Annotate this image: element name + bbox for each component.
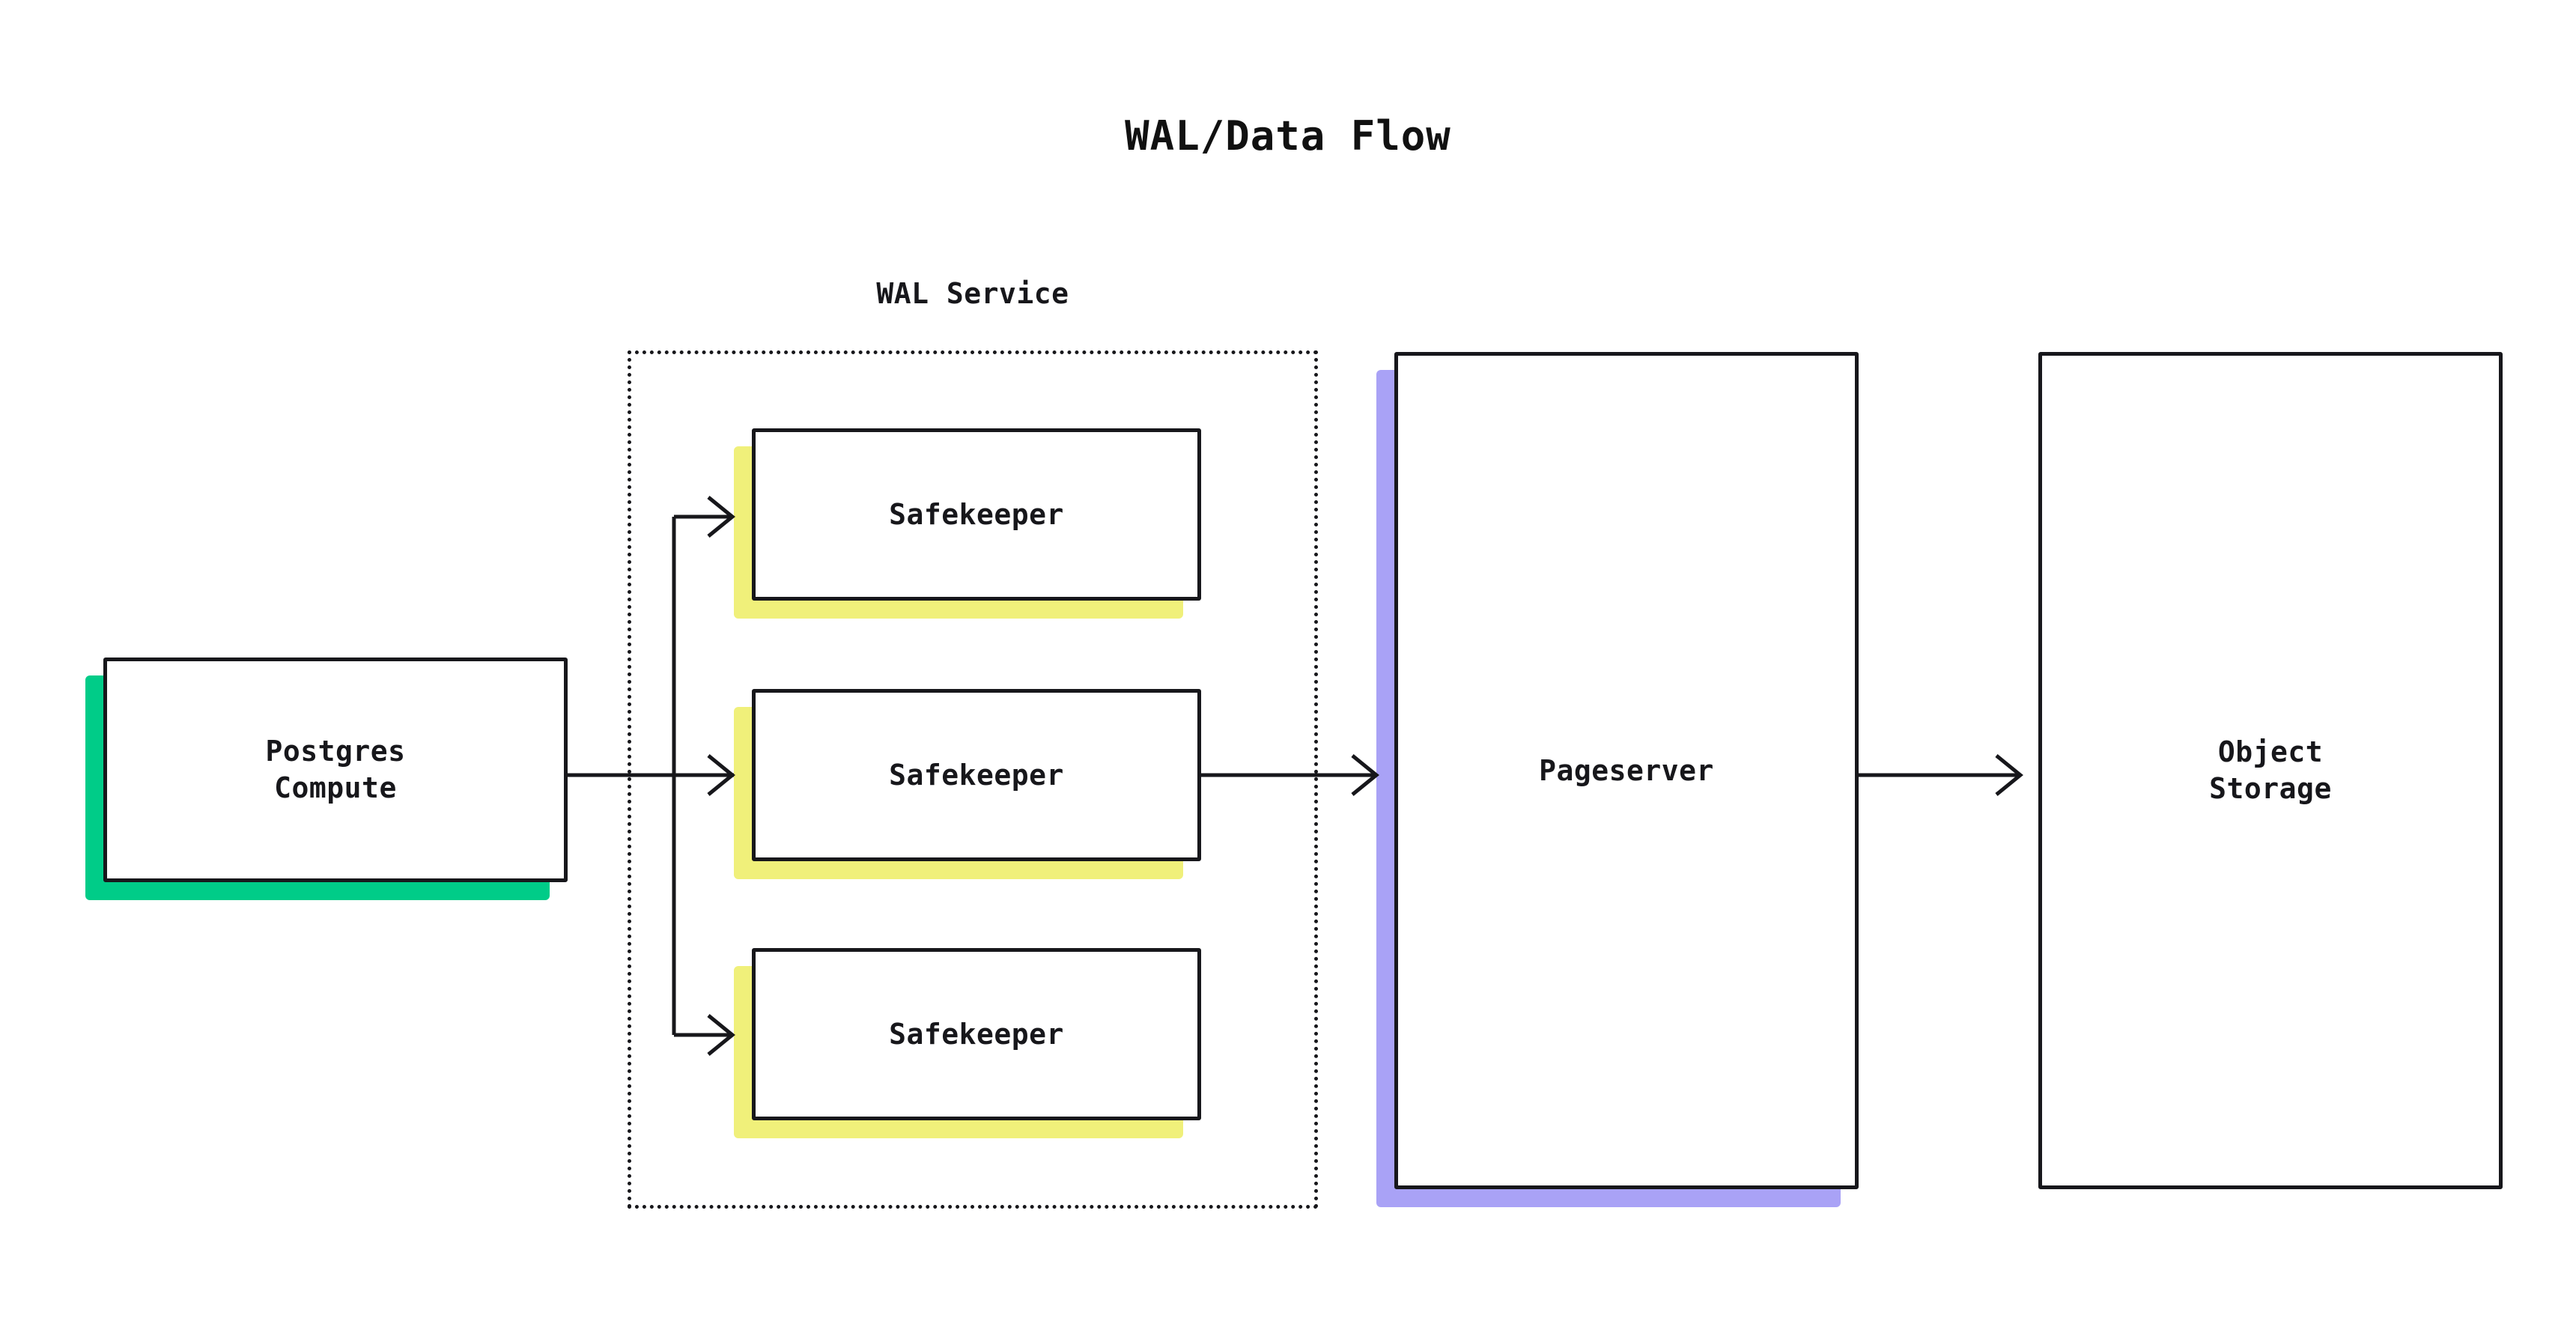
node-object-storage-label: Object Storage [2209, 735, 2332, 805]
node-safekeeper-3[interactable]: Safekeeper [752, 948, 1201, 1120]
arrowhead-pageserver [1351, 754, 1379, 796]
node-postgres-compute-label: Postgres Compute [265, 735, 406, 804]
node-pageserver-label: Pageserver [1539, 753, 1714, 787]
node-safekeeper-1[interactable]: Safekeeper [752, 428, 1201, 601]
node-safekeeper-1-label: Safekeeper [889, 497, 1064, 531]
page-title: WAL/Data Flow [1125, 112, 1451, 160]
arrowhead-object-storage [1995, 754, 2023, 796]
node-safekeeper-2[interactable]: Safekeeper [752, 689, 1201, 861]
node-postgres-compute[interactable]: Postgres Compute [103, 658, 568, 882]
group-box-wal-service [628, 350, 1318, 1209]
node-safekeeper-2-label: Safekeeper [889, 758, 1064, 792]
group-title-wal-service: WAL Service [876, 277, 1069, 310]
node-pageserver[interactable]: Pageserver [1394, 352, 1859, 1189]
node-safekeeper-3-label: Safekeeper [889, 1017, 1064, 1051]
node-object-storage[interactable]: Object Storage [2038, 352, 2503, 1189]
